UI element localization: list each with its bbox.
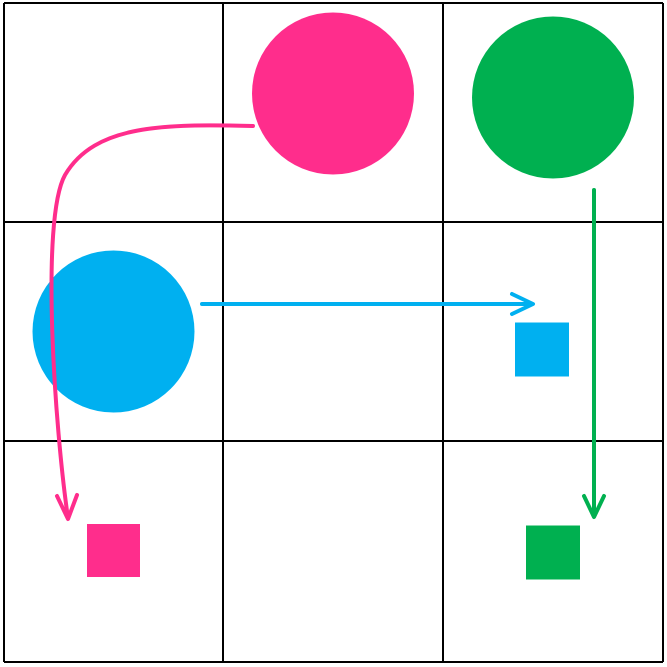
targets-layer — [87, 322, 580, 580]
blue-ball[interactable] — [32, 250, 195, 413]
green-target — [526, 525, 580, 580]
pink-ball[interactable] — [252, 12, 414, 175]
green-move-arrow-head — [582, 494, 606, 519]
blue-move-arrow-head — [510, 292, 535, 316]
pink-move-arrow-head — [55, 493, 79, 521]
blue-move-arrow — [200, 292, 535, 316]
pieces-layer — [32, 12, 634, 413]
arrows-layer — [49, 123, 606, 521]
green-ball[interactable] — [472, 16, 634, 179]
pink-move-arrow-shaft — [49, 123, 255, 520]
grid-lines — [3, 2, 664, 663]
blue-target — [515, 322, 569, 377]
pink-target — [87, 524, 140, 577]
green-move-arrow — [582, 188, 606, 519]
pink-move-arrow — [49, 123, 255, 521]
